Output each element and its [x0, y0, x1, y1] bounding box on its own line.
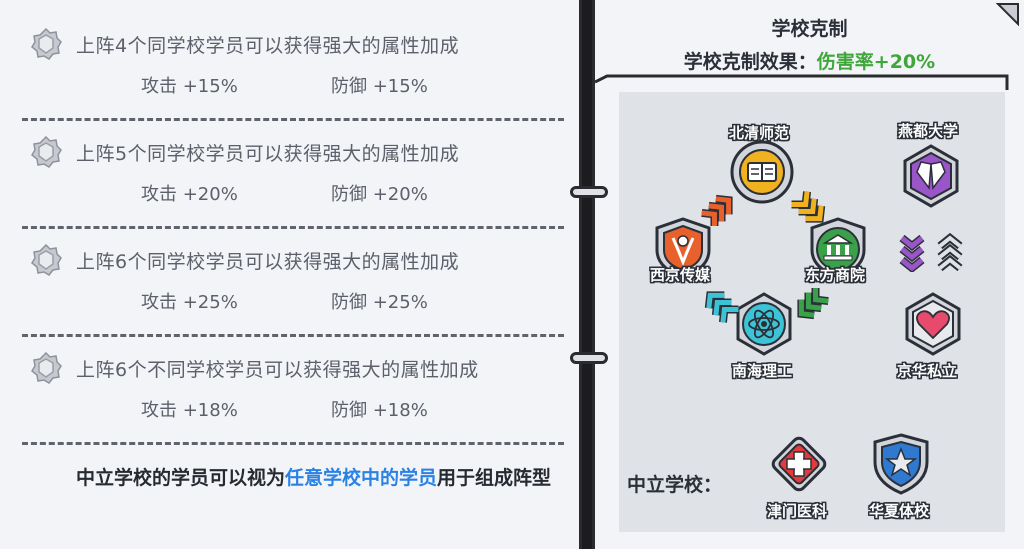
effect-label: 学校克制效果： [683, 51, 817, 73]
chevron-down-left-icon [797, 288, 829, 320]
school-name: 燕都大学 [898, 122, 959, 140]
chevron-down-right-icon [791, 191, 826, 223]
gear-icon [31, 244, 62, 276]
school-name: 京华私立 [897, 362, 958, 380]
header-underline [595, 74, 1009, 90]
chevron-up-left-icon [704, 291, 739, 323]
bonus-title: 上阵6个同学校学员可以获得强大的属性加成 [76, 250, 460, 273]
neutral-school-note: 中立学校的学员可以视为任意学校中的学员用于组成阵型 [76, 464, 566, 492]
divider [22, 442, 564, 445]
note-highlight: 任意学校中的学员 [285, 467, 438, 489]
restraint-page: 学校克制 学校克制效果：伤害率+20% 北清师范 西京传媒 [592, 0, 1024, 549]
medical-cross-icon[interactable] [767, 432, 831, 496]
heart-icon[interactable] [901, 292, 965, 356]
divider [22, 118, 564, 121]
neutral-label: 中立学校： [627, 474, 723, 496]
attack-bonus: 攻击 +20% [141, 184, 238, 205]
bank-icon[interactable] [806, 216, 870, 280]
defense-bonus: 防御 +15% [331, 76, 428, 97]
atom-icon[interactable] [732, 292, 796, 356]
bonus-title: 上阵5个同学校学员可以获得强大的属性加成 [76, 142, 460, 165]
school-name: 南海理工 [732, 362, 793, 380]
divider [22, 226, 564, 229]
defense-bonus: 防御 +20% [331, 184, 428, 205]
wings-icon[interactable] [899, 144, 963, 208]
bonus-page: 上阵4个同学校学员可以获得强大的属性加成 攻击 +15% 防御 +15% 上阵5… [0, 0, 582, 549]
divider [22, 334, 564, 337]
corner-fold-icon [996, 3, 1019, 26]
school-name: 北清师范 [729, 124, 790, 142]
shield-figure-icon[interactable] [651, 216, 715, 280]
restraint-chart: 北清师范 西京传媒 东方商院 南海理工 [619, 92, 1005, 532]
neutral-school-name: 华夏体校 [869, 502, 930, 520]
bonus-title: 上阵6个不同学校学员可以获得强大的属性加成 [76, 358, 479, 381]
effect-value: 伤害率+20% [816, 51, 936, 73]
attack-bonus: 攻击 +15% [141, 76, 238, 97]
book-icon[interactable] [730, 140, 794, 204]
restraint-title: 学校克制 [771, 18, 848, 40]
gear-icon [31, 28, 62, 60]
school-name: 东方商院 [805, 266, 866, 284]
defense-bonus: 防御 +25% [331, 292, 428, 313]
school-name: 西京传媒 [650, 266, 711, 284]
note-text: 中立学校的学员可以视为 [76, 467, 286, 489]
star-shield-icon[interactable] [869, 432, 933, 496]
bonus-title: 上阵4个同学校学员可以获得强大的属性加成 [76, 34, 460, 57]
gear-icon [31, 136, 62, 168]
defense-bonus: 防御 +18% [331, 400, 428, 421]
note-text: 用于组成阵型 [437, 467, 552, 489]
book-hinge [570, 186, 608, 198]
attack-bonus: 攻击 +25% [141, 292, 238, 313]
gear-icon [31, 352, 62, 384]
chevron-up-right-icon [701, 194, 733, 226]
attack-bonus: 攻击 +18% [141, 400, 238, 421]
chevron-down-icon [899, 234, 925, 272]
restraint-effect: 学校克制效果：伤害率+20% [595, 47, 1024, 74]
chevron-up-icon [937, 232, 963, 272]
neutral-school-name: 津门医科 [767, 502, 828, 520]
book-hinge [570, 352, 608, 364]
